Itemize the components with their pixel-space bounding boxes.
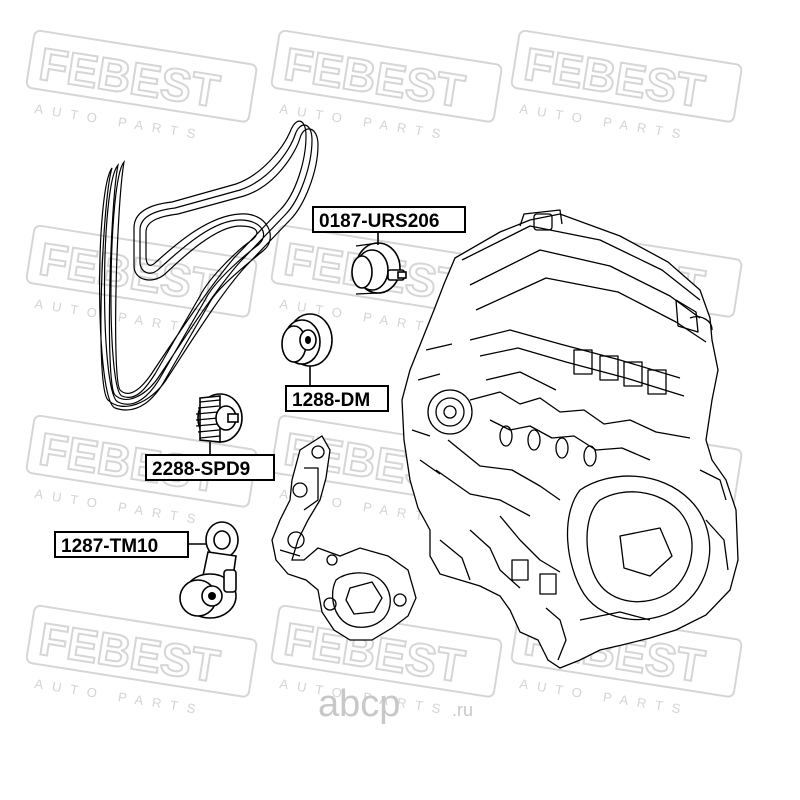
watermark-tile: FEBEST AUTO PARTS [25, 604, 258, 718]
svg-text:1287-TM10: 1287-TM10 [61, 536, 158, 557]
watermark-tile: FEBEST AUTO PARTS [510, 29, 743, 143]
engine-block [401, 209, 739, 669]
site-watermark: abcp .ru [318, 683, 473, 725]
svg-text:abcp: abcp [318, 683, 400, 725]
idler-pulley-dm [281, 313, 333, 367]
part-label-tm10: 1287-TM10 [54, 531, 189, 558]
watermark-tile: FEBEST AUTO PARTS [25, 29, 258, 143]
grooved-pulley-spd9 [195, 393, 243, 443]
svg-text:.ru: .ru [452, 700, 473, 720]
idler-pulley-urs206 [351, 242, 407, 295]
belt-tensioner-tm10 [179, 521, 239, 619]
accessory-bracket [271, 435, 417, 641]
poly-v-belt [99, 120, 319, 411]
part-label-urs206: 0187-URS206 [312, 206, 466, 233]
watermark-tile: FEBEST AUTO PARTS [270, 29, 503, 143]
svg-text:0187-URS206: 0187-URS206 [319, 211, 439, 232]
svg-text:2288-SPD9: 2288-SPD9 [152, 459, 250, 480]
part-label-spd9: 2288-SPD9 [145, 454, 275, 481]
part-label-dm: 1288-DM [285, 385, 389, 412]
svg-text:1288-DM: 1288-DM [292, 390, 370, 411]
